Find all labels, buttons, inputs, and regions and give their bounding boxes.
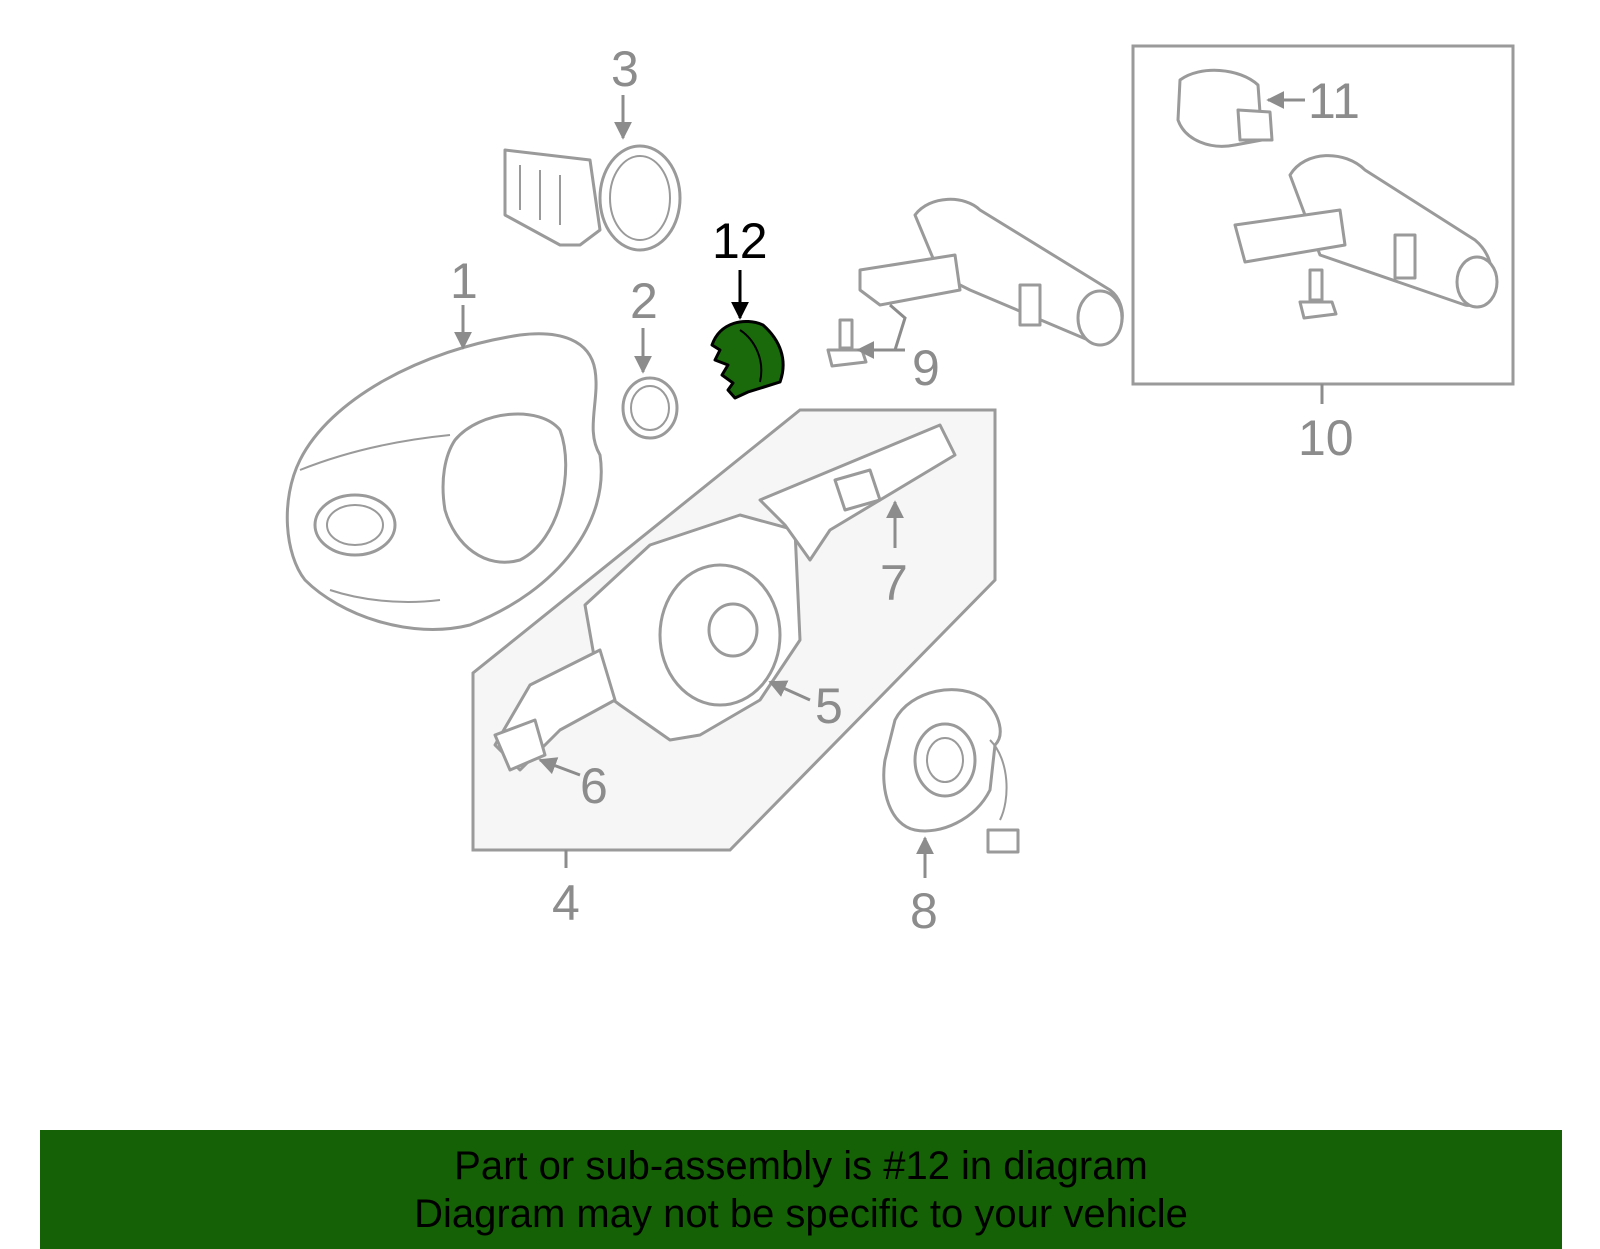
banner-line-1: Part or sub-assembly is #12 in diagram [454, 1144, 1148, 1188]
callout-8: 8 [910, 883, 938, 939]
steering-lock-assembly-part [1176, 68, 1499, 320]
callout-10: 10 [1298, 410, 1354, 466]
highlighted-part-12 [710, 320, 785, 400]
key-illumination-part [503, 144, 682, 252]
callout-12: 12 [712, 213, 768, 269]
callout-3: 3 [611, 41, 639, 97]
callout-6: 6 [580, 758, 608, 814]
steering-lock-part [826, 197, 1124, 368]
callout-4: 4 [552, 875, 580, 931]
banner-line-2: Diagram may not be specific to your vehi… [414, 1192, 1188, 1236]
sensor-part [882, 688, 1020, 854]
ring-part [621, 376, 679, 440]
part-info-banner: Part or sub-assembly is #12 in diagram D… [40, 1130, 1562, 1249]
callout-1: 1 [450, 253, 478, 309]
callout-2: 2 [630, 273, 658, 329]
callout-leaders [454, 91, 1324, 878]
callout-7: 7 [880, 555, 908, 611]
callout-9: 9 [912, 340, 940, 396]
callout-11: 11 [1308, 73, 1360, 129]
column-cover-part [285, 332, 603, 631]
combination-switch-part [493, 423, 957, 772]
callout-5: 5 [815, 678, 843, 734]
